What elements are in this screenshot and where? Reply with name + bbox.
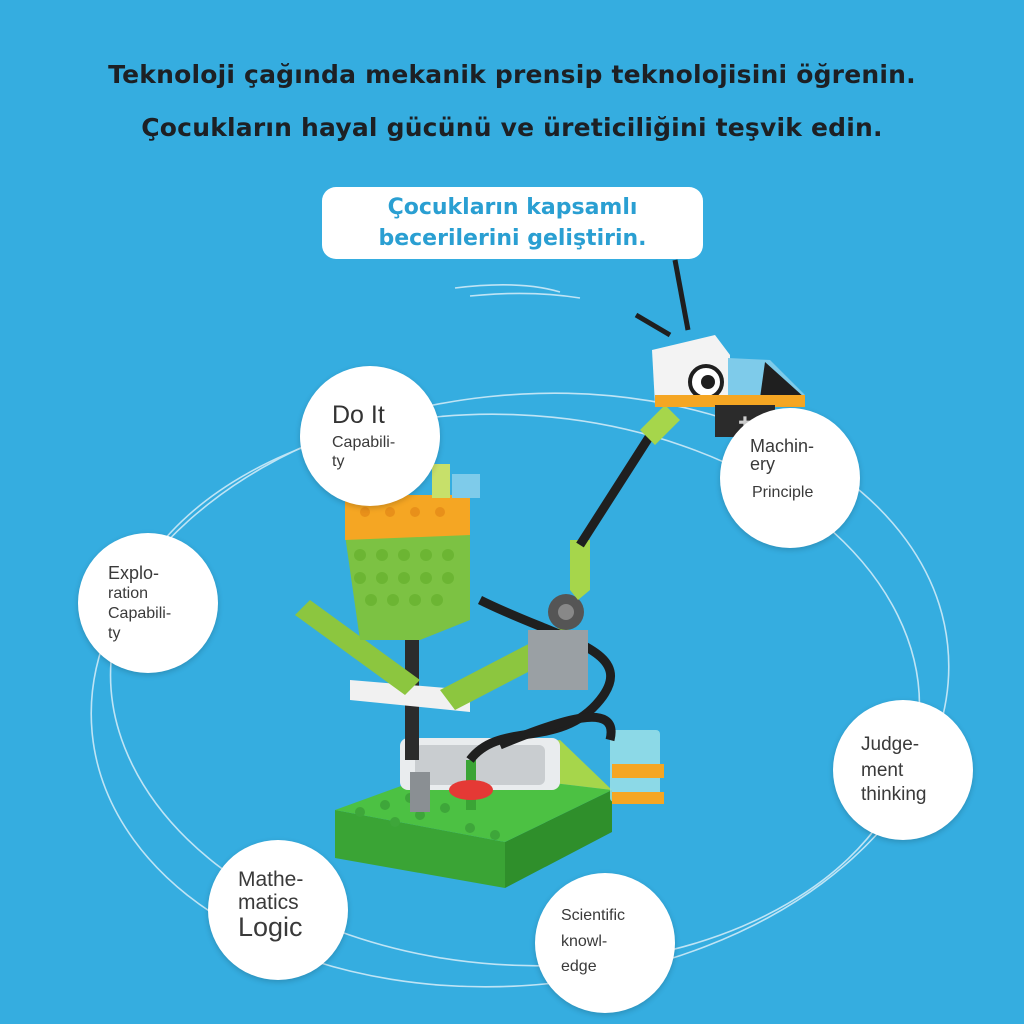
model-bird: ✚ [634, 259, 805, 437]
model-base [335, 730, 664, 888]
bubble-mathematics-logic: Mathe- matics Logic [208, 840, 348, 980]
bubble-do-it-capability: Do It Capabili- ty [300, 366, 440, 506]
bubble-scientific-knowledge: Scientific knowl- edge [535, 873, 675, 1013]
skills-callout: Çocukların kapsamlı becerilerini gelişti… [322, 187, 703, 259]
callout-line-1: Çocukların kapsamlı [387, 195, 638, 220]
callout-line-2: becerilerini geliştirin. [378, 226, 647, 251]
headline-line-1: Teknoloji çağında mekanik prensip teknol… [108, 60, 916, 89]
headline-line-2: Çocukların hayal gücünü ve üreticiliğini… [141, 113, 883, 142]
bubble-judgement-thinking: Judge- ment thinking [833, 700, 973, 840]
model-flower [295, 464, 580, 760]
gear-arm [528, 405, 680, 690]
bubble-machinery-principle: Machin- ery Principle [720, 408, 860, 548]
bubble-exploration-capability: Explo- ration Capabili- ty [78, 533, 218, 673]
red-flower-piece [449, 760, 493, 810]
